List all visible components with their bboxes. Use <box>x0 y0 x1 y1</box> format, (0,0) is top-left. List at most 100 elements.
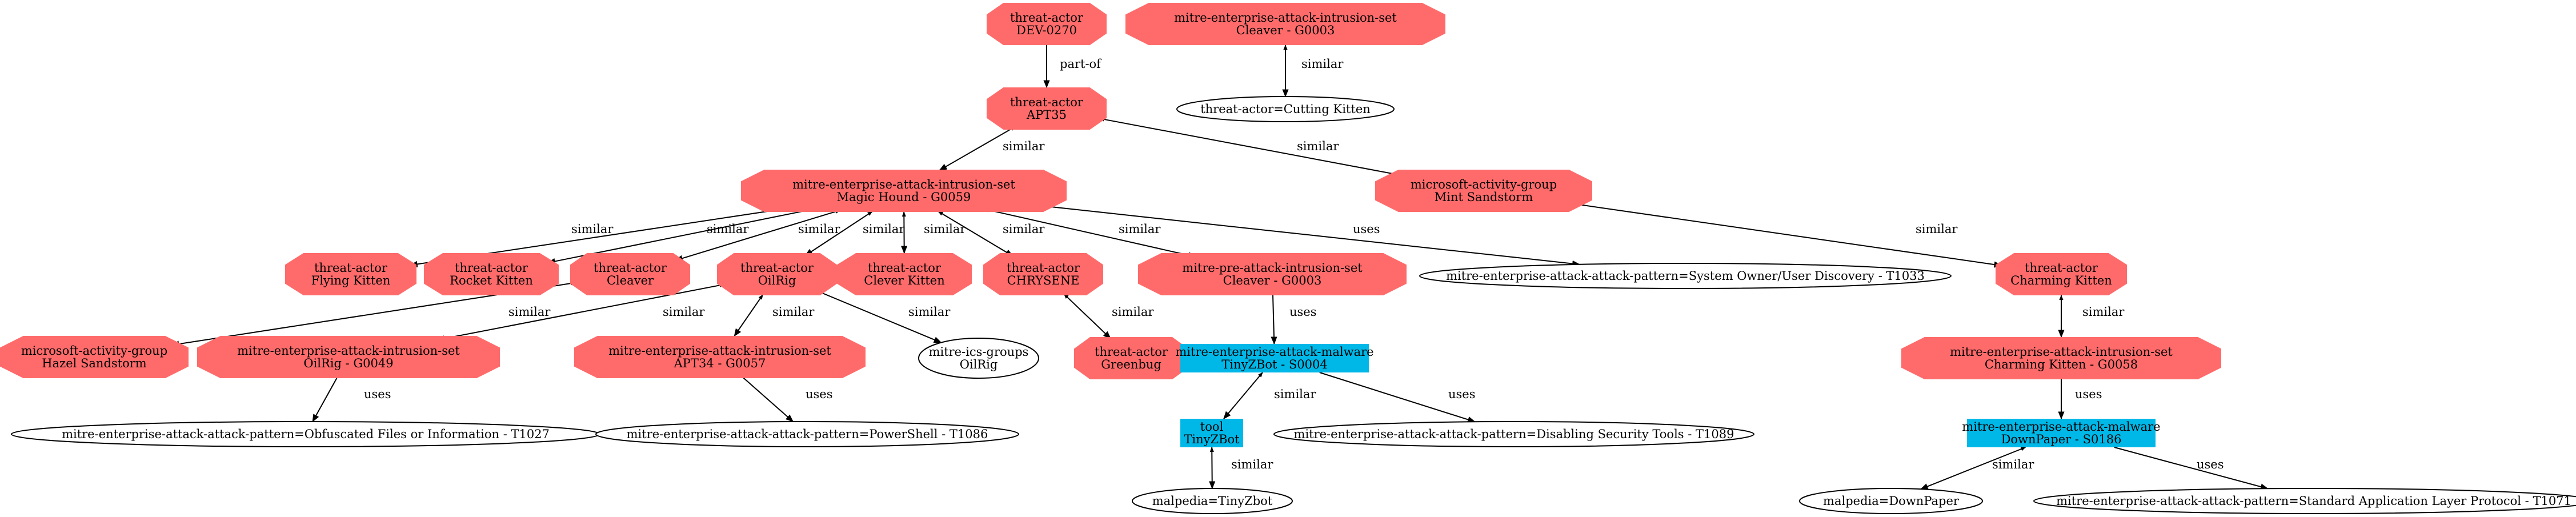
edge-downpaper-t1071 <box>2114 447 2269 490</box>
node-cutting[interactable]: threat-actor=Cutting Kitten <box>1176 96 1395 122</box>
edge-chrysene-greenbug <box>1063 293 1111 339</box>
edge-label: similar <box>571 222 614 236</box>
node-type-label: threat-actor <box>594 261 667 275</box>
node-t1086[interactable]: mitre-enterprise-attack-attack-pattern=P… <box>595 421 1019 447</box>
node-type-label: tool <box>1200 420 1224 434</box>
node-type-label: threat-actor <box>868 261 942 275</box>
node-shape <box>1176 96 1395 122</box>
node-type-label: microsoft-activity-group <box>1411 178 1557 191</box>
edge-label: similar <box>707 222 749 236</box>
node-shape <box>197 336 500 378</box>
edge-magic-oilrigTA <box>804 211 873 257</box>
node-name-label: OilRig - G0049 <box>303 356 393 370</box>
node-type-label: microsoft-activity-group <box>21 344 167 358</box>
edge-label: similar <box>1231 458 1273 471</box>
node-shape <box>1132 488 1293 514</box>
node-type-label: mitre-enterprise-attack-malware <box>1962 420 2160 434</box>
node-shape <box>2033 488 2576 514</box>
node-type-label: threat-actor <box>314 261 388 275</box>
edge-apt34-t1086 <box>743 377 794 422</box>
edge-label: similar <box>908 305 951 319</box>
node-name-label: APT34 - G0057 <box>674 356 766 370</box>
node-name-label: Rocket Kitten <box>450 274 533 287</box>
edges-layer <box>171 45 2269 490</box>
edge-label: similar <box>1274 387 1316 401</box>
edge-label: similar <box>1003 139 1045 153</box>
node-downpaper[interactable]: mitre-enterprise-attack-malwareDownPaper… <box>1962 419 2161 447</box>
node-name-label: Cleaver - G0003 <box>1236 23 1335 37</box>
node-type-label: mitre-enterprise-attack-attack-pattern=S… <box>1446 269 1925 283</box>
node-shape <box>1996 253 2127 295</box>
node-shape <box>918 338 1039 379</box>
node-type-label: mitre-enterprise-attack-intrusion-set <box>792 178 1015 191</box>
edge-magic-t1033 <box>1028 203 1581 267</box>
node-name-label: Clever Kitten <box>864 274 944 287</box>
node-t1027[interactable]: mitre-enterprise-attack-attack-pattern=O… <box>11 421 600 447</box>
edge-preCleaver-tinyzbotM <box>1271 295 1277 345</box>
edge-label: similar <box>1297 139 1339 153</box>
node-name-label: Cleaver <box>607 274 654 287</box>
node-type-label: mitre-enterprise-attack-intrusion-set <box>1950 345 2173 359</box>
node-t1033[interactable]: mitre-enterprise-attack-attack-pattern=S… <box>1419 263 1952 289</box>
node-type-label: threat-actor <box>1010 95 1084 109</box>
node-type-label: mitre-enterprise-attack-attack-pattern=P… <box>627 427 988 441</box>
node-name-label: Mint Sandstorm <box>1435 190 1533 204</box>
node-shape <box>1799 488 1983 514</box>
node-type-label: threat-actor <box>1095 345 1168 359</box>
node-type-label: malpedia=DownPaper <box>1823 494 1960 508</box>
node-type-label: threat-actor <box>2025 261 2098 275</box>
node-name-label: DownPaper - S0186 <box>2001 432 2122 446</box>
node-oilrigG[interactable]: mitre-enterprise-attack-intrusion-setOil… <box>197 336 500 378</box>
node-type-label: mitre-enterprise-attack-malware <box>1175 345 1373 359</box>
edge-downpaper-malDown <box>1920 447 2026 490</box>
node-tinyzbotM[interactable]: mitre-enterprise-attack-malwareTinyZBot … <box>1175 344 1374 372</box>
node-shape <box>1074 337 1188 379</box>
node-shape <box>570 253 690 295</box>
node-type-label: mitre-ics-groups <box>929 345 1029 359</box>
node-cleaverTop[interactable]: mitre-enterprise-attack-intrusion-setCle… <box>1125 3 1445 45</box>
node-t1071[interactable]: mitre-enterprise-attack-attack-pattern=S… <box>2033 488 2576 514</box>
node-name-label: APT35 <box>1026 108 1067 122</box>
node-shape <box>1375 170 1592 212</box>
node-name-label: Charming Kitten - G0058 <box>1985 358 2138 371</box>
edge-label: uses <box>2075 387 2102 401</box>
node-name-label: Magic Hound - G0059 <box>837 190 971 204</box>
edge-apt35-mint <box>1099 117 1407 178</box>
node-type-label: threat-actor <box>1010 11 1084 25</box>
edge-tinyzbotM-tinyzbotT <box>1223 372 1263 420</box>
node-type-label: malpedia=TinyZbot <box>1152 494 1273 508</box>
node-apt34[interactable]: mitre-enterprise-attack-intrusion-setAPT… <box>574 336 866 378</box>
node-type-label: mitre-enterprise-attack-intrusion-set <box>608 344 831 358</box>
node-type-label: mitre-enterprise-attack-attack-pattern=D… <box>1294 427 1734 441</box>
node-name-label: CHRYSENE <box>1007 274 1080 287</box>
node-charmingG[interactable]: mitre-enterprise-attack-intrusion-setCha… <box>1901 337 2221 379</box>
edge-oilrigTA-icsOilrig <box>815 290 942 343</box>
node-shape <box>741 170 1067 212</box>
node-magic[interactable]: mitre-enterprise-attack-intrusion-setMag… <box>741 170 1067 212</box>
node-name-label: Charming Kitten <box>2010 274 2112 287</box>
edge-label: similar <box>1003 222 1045 236</box>
node-shape <box>1180 344 1369 372</box>
node-t1089[interactable]: mitre-enterprise-attack-attack-pattern=D… <box>1273 421 1754 447</box>
node-malTiny[interactable]: malpedia=TinyZbot <box>1132 488 1293 514</box>
edge-label: uses <box>2197 458 2224 471</box>
node-malDown[interactable]: malpedia=DownPaper <box>1799 488 1983 514</box>
node-shape <box>987 87 1107 130</box>
node-type-label: threat-actor=Cutting Kitten <box>1200 102 1371 116</box>
node-type-label: mitre-enterprise-attack-intrusion-set <box>237 344 460 358</box>
